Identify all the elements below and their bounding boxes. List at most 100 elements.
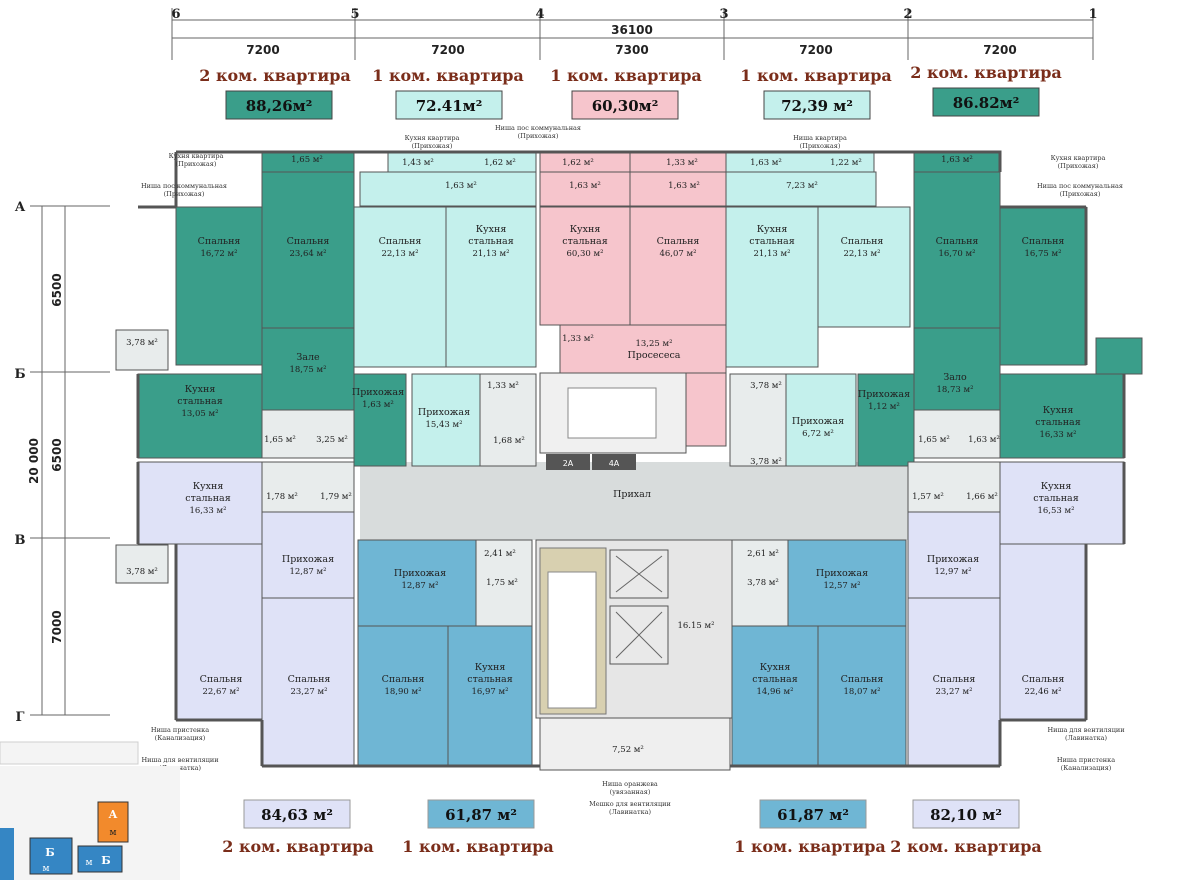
room-label-4a-2: стальная bbox=[749, 236, 794, 247]
stair-core bbox=[547, 571, 597, 709]
note-bot-left-1: Ниша пристенка bbox=[151, 726, 209, 734]
note-top-mid-1: Кухня квартира bbox=[405, 134, 460, 142]
room-label-5e-2: стальная bbox=[1035, 417, 1080, 428]
room-area-6a: 16,33 м² bbox=[189, 506, 226, 516]
bottom-hall-area: 7,52 м² bbox=[612, 745, 644, 755]
stair-label-2: 4А bbox=[609, 459, 620, 468]
room-area-5d: 18,73 м² bbox=[936, 385, 973, 395]
room-apt3-hall bbox=[559, 324, 727, 374]
span-dim-5: 7200 bbox=[983, 43, 1016, 57]
room-label-9c: Спальня bbox=[933, 674, 976, 685]
apt-top-3-type: 1 ком. квартира bbox=[550, 66, 702, 85]
room-area-4c: 6,72 м² bbox=[802, 429, 834, 439]
mini-block-b1 bbox=[29, 837, 73, 875]
room-label-8c: Спальня bbox=[841, 674, 884, 685]
top-dimension-lines bbox=[171, 8, 1094, 60]
room-apt6-bedroom-a bbox=[175, 543, 263, 721]
room-apt9-bedroom-a bbox=[907, 597, 1001, 767]
apt-bot-4-area-box bbox=[912, 799, 1020, 829]
small-area-6: 1,22 м² bbox=[830, 158, 862, 168]
row-dim-3: 7000 bbox=[50, 610, 64, 643]
small-area-20: 1,65 м² bbox=[918, 435, 950, 445]
room-label-6a: Кухня bbox=[193, 481, 224, 492]
apt-top-1-type: 2 ком. квартира bbox=[199, 66, 351, 85]
span-dim-3: 7300 bbox=[615, 43, 648, 57]
apt-top-2-area: 72.41м² bbox=[416, 97, 483, 115]
apt-top-4-area: 72,39 м² bbox=[781, 97, 853, 115]
room-area-3a: 60,30 м² bbox=[566, 249, 603, 259]
room-area-1d: 13,05 м² bbox=[181, 409, 218, 419]
room-label-5e: Кухня bbox=[1043, 405, 1074, 416]
note-bot-mid-4: (Лавинатка) bbox=[609, 808, 652, 816]
room-label-1a: Спальня bbox=[198, 236, 241, 247]
mini-label-m2: м bbox=[42, 864, 49, 874]
small-area-10: 1,63 м² bbox=[668, 181, 700, 191]
elevator-marks bbox=[615, 555, 663, 659]
apt-top-2-type: 1 ком. квартира bbox=[372, 66, 524, 85]
room-area-2b: 21,13 м² bbox=[472, 249, 509, 259]
room-area-5b: 16,75 м² bbox=[1024, 249, 1061, 259]
small-area-14: 1,33 м² bbox=[487, 381, 519, 391]
room-label-3a: Кухня bbox=[570, 224, 601, 235]
room-apt1-hall bbox=[261, 327, 355, 411]
note-top-mid-4: (Прихожая) bbox=[518, 132, 559, 140]
room-apt1-kitchen bbox=[137, 373, 263, 459]
room-label-4a: Кухня bbox=[757, 224, 788, 235]
apt-top-3-area: 60,30м² bbox=[592, 97, 659, 115]
small-area-27: 1,75 м² bbox=[486, 578, 518, 588]
room-label-1b: Спальня bbox=[287, 236, 330, 247]
stair-flight-top bbox=[567, 387, 657, 439]
room-label-4c: Прихожая bbox=[792, 416, 844, 427]
room-apt2-kitchen bbox=[445, 206, 537, 368]
room-label-6c: Спальня bbox=[200, 674, 243, 685]
room-label-1d-2: стальная bbox=[177, 396, 222, 407]
room-area-2c: 15,43 м² bbox=[425, 420, 462, 430]
note-bot-left-3: Ниша для вентиляции bbox=[141, 756, 218, 764]
room-apt1-bedroom-a bbox=[175, 206, 263, 366]
room-apt9-kitchen bbox=[999, 461, 1125, 545]
room-apt5-bath bbox=[913, 409, 1001, 459]
note-bot-mid-3: Мешко для вентиляции bbox=[589, 800, 671, 808]
loggia-2 bbox=[359, 171, 537, 207]
note-bot-mid-2: (увязанная) bbox=[610, 788, 651, 796]
axis-label-A: А bbox=[15, 200, 26, 215]
room-labels: Спальня 16,72 м² Спальня 23,64 м² Спальн… bbox=[177, 224, 1080, 755]
apt-bot-2-area: 61,87 м² bbox=[445, 806, 517, 824]
note-top-left-4: (Прихожая) bbox=[164, 190, 205, 198]
total-height-dim: 20 000 bbox=[27, 438, 41, 484]
apt-bot-4-area: 82,10 м² bbox=[930, 806, 1002, 824]
axis-label-1: 1 bbox=[1088, 7, 1097, 22]
note-bot-right-4: (Канализация) bbox=[1061, 764, 1112, 772]
room-area-8b: 14,96 м² bbox=[756, 687, 793, 697]
room-area-1c: 18,75 м² bbox=[289, 365, 326, 375]
room-area-9c: 23,27 м² bbox=[935, 687, 972, 697]
room-apt6-kitchen bbox=[137, 461, 263, 545]
room-label-9a: Прихожая bbox=[927, 554, 979, 565]
small-area-30: 3,78 м² bbox=[126, 567, 158, 577]
room-area-9a: 12,97 м² bbox=[934, 567, 971, 577]
row-dim-2: 6500 bbox=[50, 438, 64, 471]
mini-label-m3: м bbox=[85, 858, 92, 868]
room-apt5-hall bbox=[913, 327, 1001, 411]
stair-label-bg-1 bbox=[546, 454, 590, 470]
room-area-1a: 16,72 м² bbox=[200, 249, 237, 259]
small-area-1: 1,43 м² bbox=[402, 158, 434, 168]
corridor-label: Прихал bbox=[613, 489, 651, 500]
small-area-0: 1,65 м² bbox=[291, 155, 323, 165]
room-apt5-bedroom-a bbox=[913, 171, 1001, 329]
room-area-5c: 1,12 м² bbox=[868, 402, 900, 412]
building-outline bbox=[136, 150, 1126, 768]
axis-label-5: 5 bbox=[350, 7, 359, 22]
note-top-right-2: (Прихожая) bbox=[1058, 162, 1099, 170]
room-label-9b: Кухня bbox=[1041, 481, 1072, 492]
annotations: Кухня квартира (Прихожая) Ниша пос комму… bbox=[141, 124, 1125, 816]
room-label-1c: Зале bbox=[296, 352, 320, 363]
apt-top-4-type: 1 ком. квартира bbox=[740, 66, 892, 85]
room-area-8c: 18,07 м² bbox=[843, 687, 880, 697]
small-area-23: 1,79 м² bbox=[320, 492, 352, 502]
small-area-26: 2,41 м² bbox=[484, 549, 516, 559]
room-area-7a: 12,87 м² bbox=[401, 581, 438, 591]
room-label-9d: Спальня bbox=[1022, 674, 1065, 685]
room-apt8-bedroom bbox=[817, 625, 907, 767]
room-apt5-entry bbox=[857, 373, 915, 467]
